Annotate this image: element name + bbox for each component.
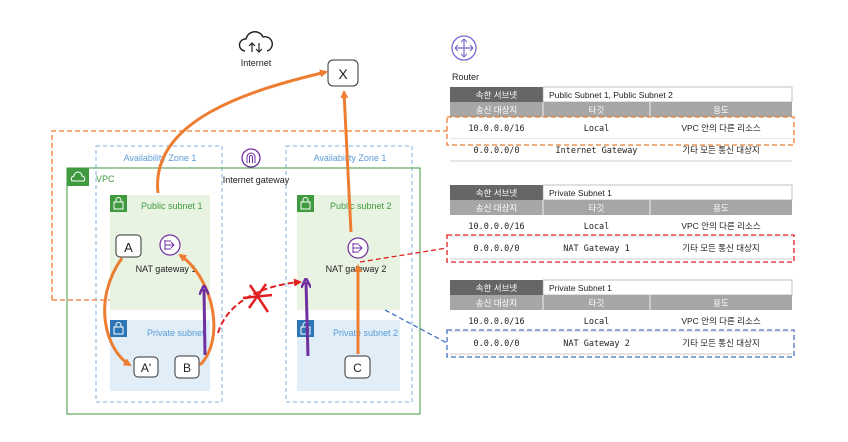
availability-zone-1-label: Availability Zone 1 — [124, 153, 197, 163]
rt-column-header: 송신 대상지 — [476, 105, 517, 115]
rt-subnet-header-cell — [450, 87, 543, 102]
node-a-box — [115, 234, 142, 258]
rt-column-header: 용도 — [713, 105, 729, 115]
internet-label: Internet — [241, 58, 272, 68]
rt-cell: 기타 모든 통신 대상지 — [682, 338, 759, 348]
highlight-public-local-row — [446, 116, 795, 146]
node-b-label: B — [183, 361, 191, 375]
rt-subnet-header: 속한 서브넷 — [476, 90, 518, 100]
private-subnet-1-lock-icon — [110, 320, 127, 337]
rt-data-row — [450, 117, 792, 139]
route-table-public: 속한 서브넷 Public Subnet 1, Public Subnet 2 송신… — [450, 86, 793, 162]
rt-cell: 10.0.0.0/16 — [468, 222, 524, 232]
node-b-box — [174, 355, 200, 379]
rt-subnet-value: Private Subnet 1 — [549, 188, 612, 198]
destination-label: X — [338, 66, 348, 82]
route-table-private-1: 속한 서브넷 Private Subnet 1 송신 대상지 타깃 용도 10.0.0.0… — [450, 184, 793, 260]
nat-gateway-1-label: NAT gateway 1 — [136, 264, 197, 274]
rt-column-header: 용도 — [713, 298, 729, 308]
destination-box — [327, 59, 359, 87]
public-subnet-2-lock-icon — [297, 195, 314, 212]
red-blocked-route — [217, 278, 302, 334]
red-x-mark — [242, 283, 273, 313]
rt-column-header-row — [450, 102, 792, 117]
rt-data-row — [450, 215, 792, 237]
router-icon — [451, 35, 477, 61]
connector-blue-private2-rt — [384, 309, 448, 344]
rt-data-row — [450, 310, 792, 332]
availability-zone-2-box — [285, 145, 413, 403]
public-subnet-2-label: Public subnet 2 — [330, 201, 392, 211]
highlight-private2-default-row — [446, 329, 795, 358]
private-subnet-2-label: Private subnet 2 — [333, 328, 398, 338]
availability-zone-1-box — [95, 145, 223, 403]
node-a-label: A — [124, 240, 133, 255]
rt-column-header: 타깃 — [589, 298, 605, 308]
rt-subnet-value: Public Subnet 1, Public Subnet 2 — [549, 90, 673, 100]
rt-column-header: 송신 대상지 — [476, 203, 517, 213]
rt-cell: VPC 안의 다른 리소스 — [681, 123, 760, 133]
rt-cell: Local — [584, 317, 610, 327]
purple-arrow-2 — [306, 282, 308, 357]
rt-cell: VPC 안의 다른 리소스 — [681, 316, 760, 326]
rt-cell: 0.0.0.0/0 — [473, 339, 519, 349]
cloud-upload-download-icon — [238, 31, 273, 53]
nat-gateway-2-label: NAT gateway 2 — [326, 264, 387, 274]
route-table-private-2: 속한 서브넷 Private Subnet 1 송신 대상지 타깃 용도 10.0.0.0… — [450, 279, 793, 355]
router-label: Router — [452, 72, 479, 82]
internet-gateway-icon — [241, 148, 261, 168]
internet-gateway-label: Internet gateway — [223, 175, 290, 185]
rt-cell: 기타 모든 통신 대상지 — [682, 145, 759, 155]
node-c-label: C — [353, 361, 362, 375]
rt-subnet-header-cell — [450, 185, 543, 200]
arrow-b-to-nat1 — [178, 253, 216, 367]
arrow-a-to-a-prime — [103, 257, 132, 367]
public-subnet-1-label: Public subnet 1 — [141, 201, 203, 211]
vpc-cloud-lock-icon — [67, 168, 89, 186]
purple-arrow-1 — [204, 289, 205, 356]
rt-cell: 10.0.0.0/16 — [468, 124, 524, 134]
private-subnet-2-box — [297, 320, 400, 391]
rt-column-header: 송신 대상지 — [476, 298, 517, 308]
connector-red-nat1-rt — [359, 247, 448, 263]
rt-cell: 기타 모든 통신 대상지 — [682, 243, 759, 253]
rt-cell: 0.0.0.0/0 — [473, 244, 519, 254]
availability-zone-2-label: Availability Zone 1 — [314, 153, 387, 163]
rt-subnet-header: 속한 서브넷 — [476, 283, 518, 293]
private-subnet-2-lock-icon — [297, 320, 314, 337]
rt-subnet-header-cell — [450, 280, 543, 295]
arrow-public1-to-x — [156, 69, 328, 194]
rt-cell: NAT Gateway 2 — [563, 339, 630, 349]
rt-cell: Local — [584, 124, 610, 134]
rt-cell: 10.0.0.0/16 — [468, 317, 524, 327]
public-subnet-1-lock-icon — [110, 195, 127, 212]
rt-subnet-header: 속한 서브넷 — [476, 188, 518, 198]
rt-cell: 0.0.0.0/0 — [473, 146, 519, 156]
nat-gateway-1-icon — [159, 234, 181, 256]
arrow-public2-to-x — [340, 90, 353, 233]
rt-column-header-row — [450, 200, 792, 215]
highlight-private1-default-row — [446, 234, 795, 263]
rt-cell: VPC 안의 다른 리소스 — [681, 221, 760, 231]
rt-column-header: 용도 — [713, 203, 729, 213]
node-c-box — [344, 355, 371, 379]
rt-cell: NAT Gateway 1 — [563, 244, 630, 254]
nat-gateway-2-icon — [347, 237, 369, 259]
rt-column-header: 타깃 — [589, 105, 605, 115]
rt-column-header-row — [450, 295, 792, 310]
rt-data-row — [450, 332, 792, 354]
connector-orange-public-rt — [51, 130, 447, 300]
rt-subnet-value: Private Subnet 1 — [549, 283, 612, 293]
vpc-label: VPC — [96, 174, 115, 184]
node-a-prime-box — [133, 356, 159, 378]
rt-column-header: 타깃 — [589, 203, 605, 213]
node-a-prime-label: A' — [141, 361, 151, 375]
vpc-box — [66, 167, 421, 415]
rt-cell: Local — [584, 222, 610, 232]
rt-cell: Internet Gateway — [556, 146, 638, 156]
rt-data-row — [450, 237, 792, 259]
private-subnet-1-label: Private subnet — [147, 328, 205, 338]
